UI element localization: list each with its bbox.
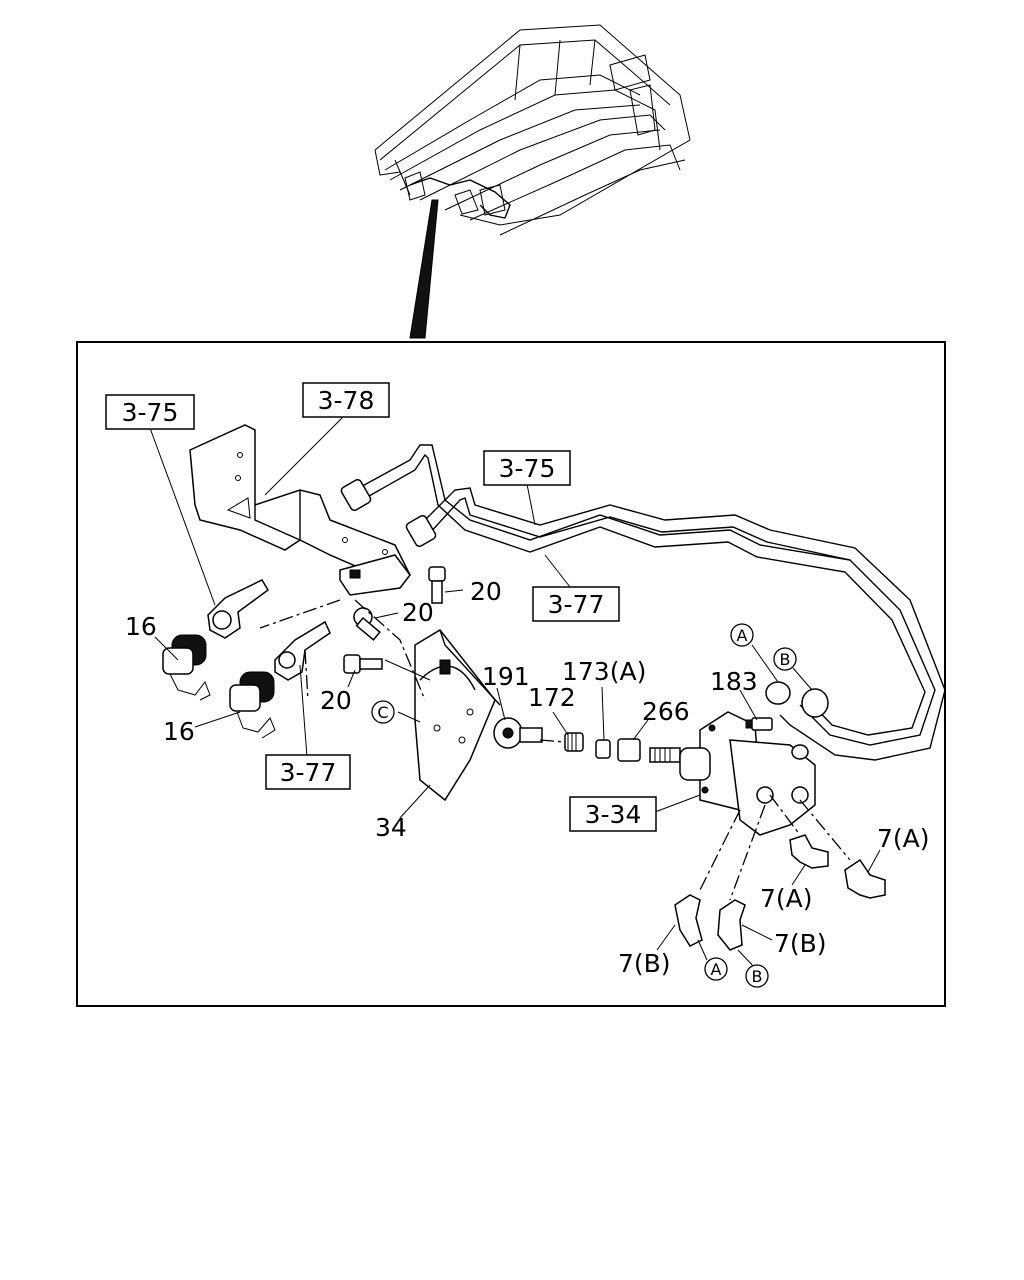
svg-text:3-34: 3-34 — [585, 800, 642, 829]
ref-box-3-75-mid: 3-75 — [483, 450, 571, 486]
label-20-a: 20 — [470, 577, 502, 606]
marker-b-top: B — [773, 647, 797, 671]
marker-a-bottom: A — [704, 957, 728, 981]
ref-box-3-77-bottom: 3-77 — [265, 754, 351, 790]
label-266: 266 — [642, 697, 690, 726]
alignment-lines — [259, 599, 851, 901]
leader-lines — [149, 414, 881, 969]
marker-a-top: A — [730, 623, 754, 647]
label-7b-left: 7(B) — [618, 949, 671, 978]
bleeder-183 — [745, 717, 773, 731]
bushing-172 — [564, 732, 584, 752]
label-172: 172 — [528, 683, 576, 712]
zoom-pointer — [409, 199, 439, 339]
master-cylinder — [679, 711, 816, 836]
label-20-b: 20 — [402, 598, 434, 627]
svg-text:B: B — [752, 967, 763, 986]
ref-box-3-75-left: 3-75 — [105, 394, 195, 430]
label-191: 191 — [482, 662, 530, 691]
label-173a: 173(A) — [562, 657, 646, 686]
label-34: 34 — [375, 813, 407, 842]
brake-pipes — [354, 444, 946, 761]
label-16-bottom: 16 — [163, 717, 195, 746]
bolt-20-mid — [353, 607, 381, 641]
label-7b-mid: 7(B) — [774, 929, 827, 958]
nut-173a — [595, 739, 611, 759]
fitting-7a-right — [844, 858, 886, 899]
marker-b-bottom: B — [745, 964, 769, 988]
bolt-leader-line — [384, 659, 431, 681]
bolt-20-bottom — [343, 654, 383, 674]
pressure-switch-upper — [162, 579, 269, 701]
label-20-c: 20 — [320, 686, 352, 715]
fitting-7b-left — [674, 894, 703, 947]
marker-c: C — [371, 700, 395, 724]
ref-box-3-34: 3-34 — [569, 796, 657, 832]
svg-text:A: A — [737, 626, 748, 645]
label-7a-right: 7(A) — [877, 824, 930, 853]
bracket-3-78 — [189, 424, 411, 596]
pressure-switch-lower — [229, 620, 331, 739]
svg-text:3-77: 3-77 — [280, 758, 337, 787]
label-183: 183 — [710, 667, 758, 696]
ref-box-3-77-mid: 3-77 — [532, 586, 620, 622]
clevis-191 — [493, 717, 543, 749]
detail-frame — [76, 341, 946, 1007]
chassis-overview — [374, 24, 691, 236]
label-7a-mid: 7(A) — [760, 884, 813, 913]
svg-text:3-77: 3-77 — [548, 590, 605, 619]
bracket-34 — [414, 629, 501, 802]
fitting-7a-mid — [789, 834, 829, 869]
fitting-7b-mid — [717, 899, 746, 951]
svg-text:A: A — [711, 960, 722, 979]
svg-text:3-75: 3-75 — [499, 454, 556, 483]
nut-266 — [617, 738, 641, 762]
svg-text:3-78: 3-78 — [318, 386, 375, 415]
bolt-20-top — [428, 566, 446, 604]
push-rod — [649, 747, 681, 763]
svg-text:C: C — [377, 703, 388, 722]
ref-box-3-78: 3-78 — [302, 382, 390, 418]
label-16-top: 16 — [125, 612, 157, 641]
svg-text:B: B — [780, 650, 791, 669]
svg-text:3-75: 3-75 — [122, 398, 179, 427]
